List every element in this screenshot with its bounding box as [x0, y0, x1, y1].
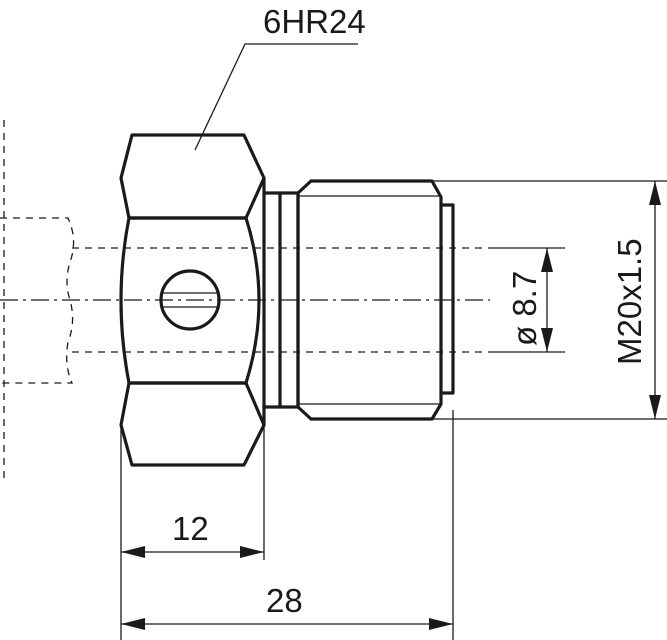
mating-part-outline: [0, 120, 75, 480]
overall-length-label: 28: [266, 582, 303, 619]
bore-diameter-dimension: ø 8.7: [490, 247, 565, 353]
threaded-shank: [296, 179, 455, 421]
hex-length-label: 12: [172, 510, 209, 547]
bore-diameter-label: ø 8.7: [506, 271, 543, 346]
neck-relief: [262, 176, 300, 427]
hex-length-dimension: 12: [120, 425, 265, 640]
hex-size-label: 6HR24: [263, 3, 366, 40]
hex-nut: [119, 133, 266, 467]
thread-label: M20x1.5: [611, 238, 648, 365]
thread-dimension: M20x1.5: [432, 180, 667, 420]
overall-length-dimension: 28: [121, 410, 454, 640]
hex-size-leader: 6HR24: [194, 3, 366, 151]
bore-hidden-lines: [0, 247, 490, 353]
